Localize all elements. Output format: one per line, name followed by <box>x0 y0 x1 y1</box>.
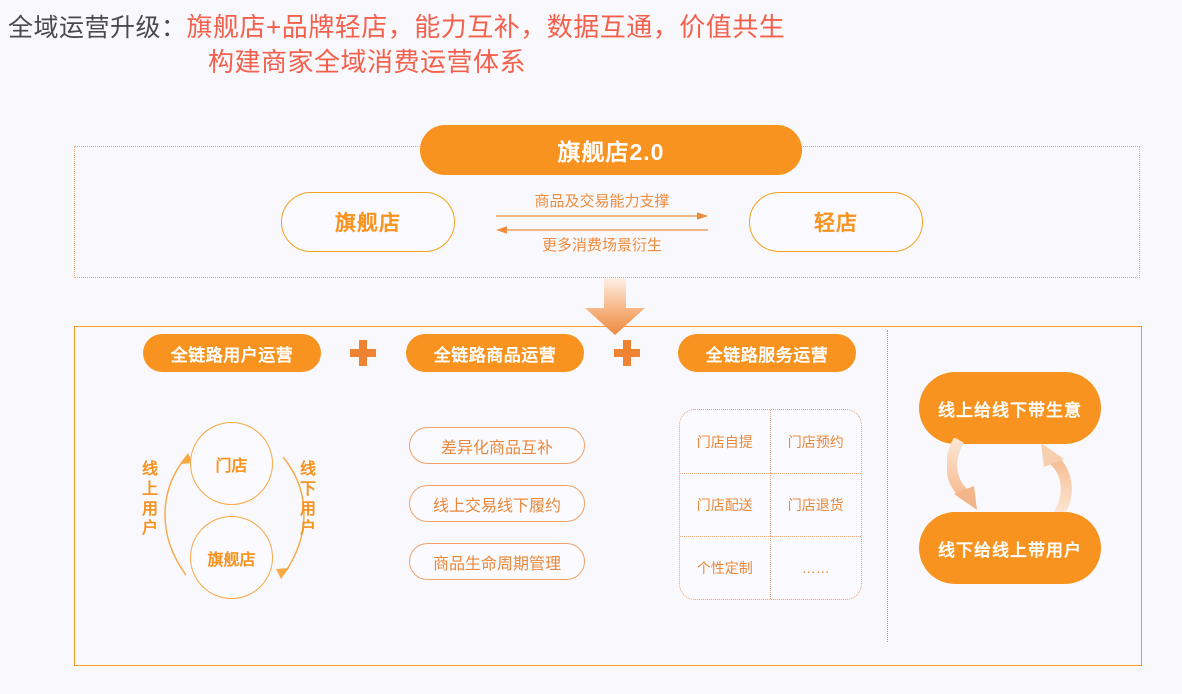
title-line-2: 构建商家全域消费运营体系 <box>8 45 1008 79</box>
circular-flow-arrows-icon <box>164 453 305 579</box>
vertical-label-offline-users: 线下用户 <box>299 461 316 538</box>
service-cell-delivery[interactable]: 门店配送 <box>680 473 771 536</box>
service-cell-customization[interactable]: 个性定制 <box>680 536 771 599</box>
store-pill-light[interactable]: 轻店 <box>749 192 923 252</box>
vertical-dotted-divider <box>887 330 888 642</box>
outcome-pill-online-drives-offline[interactable]: 线上给线下带生意 <box>919 372 1101 444</box>
product-chip-1[interactable]: 差异化商品互补 <box>409 427 585 464</box>
plus-icon-2 <box>614 340 640 366</box>
circle-store[interactable]: 门店 <box>190 422 273 505</box>
service-cell-more[interactable]: …… <box>770 536 861 599</box>
product-chip-2[interactable]: 线上交易线下履约 <box>409 485 585 522</box>
outcome-cycle-arrows-icon <box>947 438 1072 517</box>
title-accent-line-1: 旗舰店+品牌轻店，能力互补，数据互通，价值共生 <box>186 12 786 42</box>
service-capability-grid: 门店自提 门店预约 门店配送 门店退货 个性定制 …… <box>679 409 862 600</box>
outcome-pill-offline-drives-online[interactable]: 线下给线上带用户 <box>919 512 1101 584</box>
plus-icon-1 <box>350 340 376 366</box>
store-pill-flagship[interactable]: 旗舰店 <box>281 192 455 252</box>
exchange-label-backward: 更多消费场景衍生 <box>541 237 662 254</box>
title-lead-text: 全域运营升级： <box>8 14 187 42</box>
circle-flagship[interactable]: 旗舰店 <box>190 516 273 599</box>
product-chip-3[interactable]: 商品生命周期管理 <box>409 543 585 580</box>
service-cell-appointment[interactable]: 门店预约 <box>787 433 844 450</box>
section-pill-product-operations[interactable]: 全链路商品运营 <box>406 334 584 372</box>
hero-badge-flagship-2-0[interactable]: 旗舰店2.0 <box>420 125 802 175</box>
service-cell-return[interactable]: 门店退货 <box>770 473 861 536</box>
section-pill-service-operations[interactable]: 全链路服务运营 <box>678 334 856 372</box>
title-accent-line-2: 构建商家全域消费运营体系 <box>208 47 527 77</box>
page-title: 全域运营升级：旗舰店+品牌轻店，能力互补，数据互通，价值共生 构建商家全域消费运… <box>8 10 1008 79</box>
vertical-label-online-users: 线上用户 <box>141 461 158 538</box>
down-arrow-icon <box>585 278 645 335</box>
title-line-1: 全域运营升级：旗舰店+品牌轻店，能力互补，数据互通，价值共生 <box>8 10 1008 45</box>
arrow-left-icon <box>496 226 708 234</box>
section-pill-user-operations[interactable]: 全链路用户运营 <box>143 334 321 372</box>
arrow-right-icon <box>496 212 708 220</box>
exchange-label-forward: 商品及交易能力支撑 <box>534 193 670 210</box>
service-cell-pickup[interactable]: 门店自提 <box>680 410 771 473</box>
